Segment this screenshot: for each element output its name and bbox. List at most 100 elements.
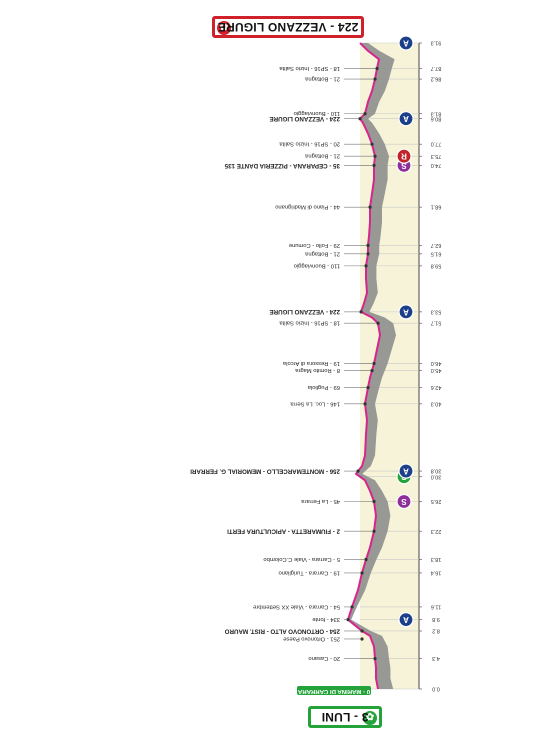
finish-logo-icon: ✿ (217, 21, 231, 35)
waypoint-dot (373, 656, 377, 661)
waypoint-label: 20 - SP16 - Inizio Salita (279, 141, 340, 147)
waypoint-label: 110 - Buonviaggio (294, 262, 340, 268)
checkpoint-symbol: A (403, 467, 409, 476)
checkpoint-timecheck-icon (398, 111, 414, 127)
waypoint-dot (366, 385, 370, 390)
waypoint-dot (375, 66, 379, 71)
waypoint-dot (363, 402, 367, 406)
waypoint-label: 146 - Loc. La Serra (290, 400, 340, 406)
waypoint-label: 21 - Bottagna (304, 153, 340, 159)
waypoint-label: 256 - MONTEMARCELLO - MEMORIAL G. FERRAR… (190, 467, 340, 474)
distance-tick-label: 61.5 (431, 250, 442, 256)
distance-tick-label: 45.0 (431, 367, 442, 373)
checkpoint-symbol: A (403, 39, 409, 48)
waypoint-dot (376, 321, 380, 325)
waypoint-dot (368, 205, 372, 209)
checkpoint-symbol: S (401, 161, 407, 170)
checkpoint-symbol: R (401, 152, 407, 161)
distance-tick-label: 26.5 (431, 498, 442, 504)
distance-tick-label: 16.4 (431, 570, 442, 576)
waypoint-dot (372, 529, 376, 533)
distance-tick-label: 11.6 (431, 603, 441, 609)
distance-tick-label: 9.8 (432, 616, 440, 622)
waypoint-label: 18 - SP16 - Inizio Salita (279, 320, 340, 326)
waypoint-label: 20 - Casano (308, 655, 340, 661)
waypoint-label: 254 - ORTONOVO ALTO - RIST. MAURO (225, 627, 340, 634)
waypoint-dot (360, 629, 364, 633)
start-marker-badge: 0 - MARINA DI CARRARA (297, 686, 371, 695)
finish-location-box: ✿ 224 - VEZZANO LIGURE (212, 16, 364, 38)
checkpoint-symbol: A (403, 307, 409, 316)
waypoint-label: 251 - Ortonovo Paese (283, 635, 340, 641)
distance-tick-labels: 0.04.38.29.811.616.418.322.326.530.030.8… (419, 40, 441, 692)
waypoint-label: 19 - Carrara - Turigliano (278, 569, 340, 575)
waypoint-label: 224 - VEZZANO LIGURE (270, 308, 340, 315)
distance-tick-label: 0.0 (432, 686, 440, 692)
checkpoint-symbol: S (401, 497, 407, 506)
distance-tick-label: 80.6 (431, 115, 442, 121)
checkpoint-timecheck-icon (398, 463, 414, 479)
waypoint-dot (364, 557, 368, 562)
waypoint-label: 54 - Carrara - Viale XX Settembre (253, 603, 340, 609)
waypoint-dot (364, 264, 368, 268)
distance-tick-label: 77.0 (431, 141, 442, 147)
checkpoint-timecheck-icon (398, 612, 414, 628)
start-title: 3 - LUNI (321, 710, 369, 724)
distance-tick-label: 86.2 (431, 76, 442, 82)
distance-tick-label: 81.3 (431, 110, 442, 116)
distance-tick-label: 59.8 (431, 262, 442, 268)
waypoint-label: 45 - La Ferrara (301, 498, 340, 504)
checkpoint-timecheck-icon (398, 35, 414, 51)
distance-tick-label: 53.3 (431, 308, 442, 314)
waypoint-label: 2 - FIUMARETTA - APICULTURA FERTI (227, 528, 340, 535)
waypoint-dot (372, 361, 376, 366)
distance-tick-label: 91.3 (431, 40, 442, 46)
checkpoint-symbol: A (403, 615, 409, 624)
waypoint-dot (360, 637, 364, 641)
waypoint-label: 8 - Romito Magra (294, 367, 340, 373)
waypoint-dot (358, 117, 362, 121)
waypoint-dot (359, 310, 363, 314)
checkpoint-sprint_purple-icon (396, 493, 412, 510)
waypoint-label: 69 - Pugliola (307, 384, 340, 390)
distance-tick-label: 62.7 (431, 242, 442, 248)
distance-tick-label: 87.7 (431, 65, 442, 71)
waypoint-dot (346, 618, 350, 622)
waypoint-label: 21 - Bottagna (304, 76, 340, 82)
distance-tick-label: 30.0 (431, 473, 442, 479)
start-logo-icon: ✿ (363, 711, 377, 725)
waypoint-labels: 20 - Casano 254 - ORTONOVO ALTO - RIST. M… (190, 65, 380, 661)
terrain-fill (348, 43, 396, 689)
profile-panel-bg (360, 43, 419, 689)
waypoint-dot (356, 469, 360, 473)
waypoint-dot (372, 499, 376, 504)
distance-tick-label: 22.3 (431, 528, 442, 534)
waypoint-label: 29 - Follo - Comune (289, 242, 340, 248)
waypoint-dot (366, 252, 370, 256)
waypoint-label: 35 - CEPARANA - PIZZERIA DANTE 135 (224, 162, 340, 169)
waypoint-dot (372, 163, 376, 168)
waypoint-dot (366, 243, 370, 247)
waypoint-label: 110 - Buonviaggio (294, 110, 340, 116)
distance-tick-label: 42.6 (431, 384, 442, 390)
distance-tick-label: 4.3 (432, 655, 440, 661)
waypoint-dot (360, 571, 364, 575)
waypoint-label: 334 - fonte (312, 616, 340, 622)
waypoint-dot (363, 112, 367, 116)
profile-panel (360, 43, 420, 689)
waypoint-label: 5 - Carrara - Viale C.Colombo (263, 556, 340, 562)
waypoint-dot (350, 605, 354, 609)
waypoint-label: 44 - Piano di Madrignano (275, 204, 340, 210)
distance-tick-label: 75.3 (431, 153, 442, 159)
start-location-box: ✿ 3 - LUNI (308, 706, 382, 728)
waypoint-dot (370, 142, 374, 146)
distance-tick-label: 40.3 (431, 400, 442, 406)
distance-tick-label: 46.0 (431, 360, 442, 366)
distance-tick-label: 18.3 (431, 556, 442, 562)
checkpoint-symbol: A (403, 114, 409, 123)
waypoint-label: 18 - SP16 - Inizio Salita (279, 65, 340, 71)
waypoint-label: 21 - Bottagna (304, 250, 340, 256)
distance-tick-label: 30.8 (431, 468, 442, 474)
waypoint-label: 19 - Ressora di Arcola (282, 360, 340, 366)
